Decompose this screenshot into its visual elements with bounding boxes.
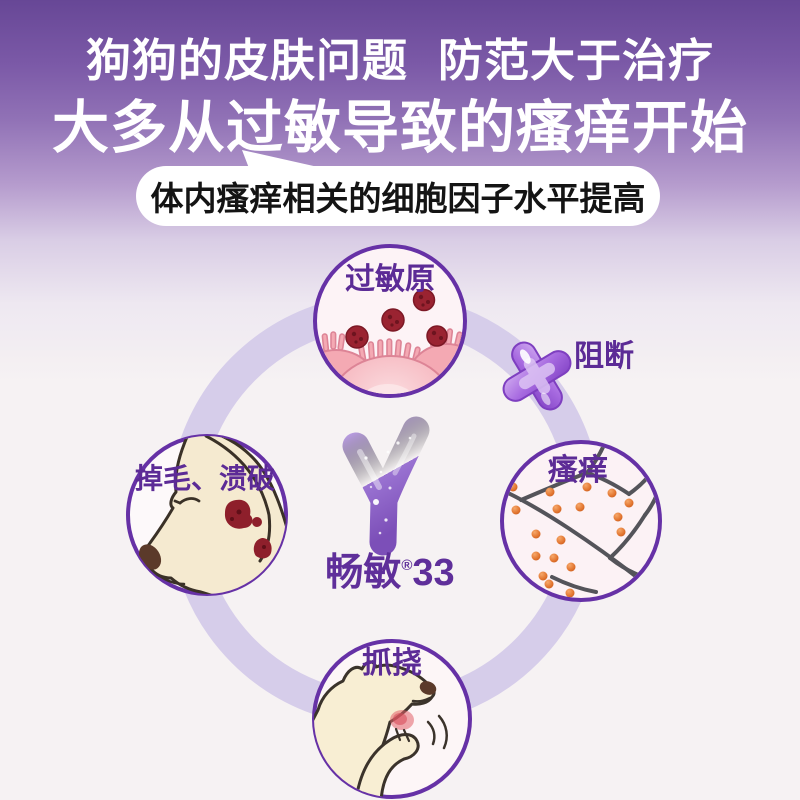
headline-line2: 大多从过敏导致的瘙痒开始: [52, 96, 748, 160]
itch-label: 瘙痒: [548, 453, 608, 487]
brand-number: 33: [412, 552, 454, 594]
allergen-node: 过敏原: [313, 244, 467, 398]
headline-line1-right: 防范大于治疗: [438, 35, 715, 86]
allergen-label: 过敏原: [345, 263, 435, 296]
itch-illustration: [504, 444, 658, 598]
scratch-label: 抓挠: [362, 647, 422, 680]
itch-dots: [508, 482, 634, 598]
registered-mark: ®: [401, 557, 412, 574]
antibody-sparkles: [364, 436, 412, 535]
damage-label: 掉毛、溃破: [135, 463, 275, 494]
headline-line1-left: 狗狗的皮肤问题: [85, 35, 408, 86]
antibody-y-icon: [342, 416, 430, 556]
product-brand-label: 畅敏®33: [325, 552, 454, 594]
cytokine-bubble: 体内瘙痒相关的细胞因子水平提高: [136, 166, 660, 226]
headline-line1: 狗狗的皮肤问题防范大于治疗: [0, 24, 800, 89]
damage-node: 掉毛、溃破: [126, 434, 288, 596]
sores: [224, 499, 272, 559]
itch-node: 瘙痒: [500, 440, 662, 602]
scratch-node: 抓挠: [312, 639, 472, 799]
allergen-particles: [345, 288, 448, 349]
block-x-icon: [502, 341, 572, 411]
brand-name: 畅敏: [325, 552, 401, 594]
cytokine-bubble-text: 体内瘙痒相关的细胞因子水平提高: [150, 180, 646, 217]
block-label: 阻断: [574, 340, 634, 373]
